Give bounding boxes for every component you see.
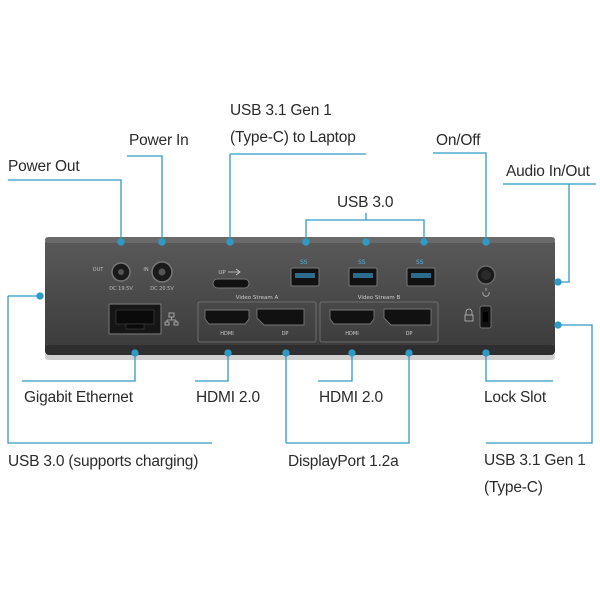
usb-a-port-1: SS xyxy=(290,259,320,287)
hdmi-logo-a: HDMI xyxy=(220,331,233,337)
label-on-off: On/Off xyxy=(436,132,481,149)
label-usb31-laptop-line2: (Type-C) to Laptop xyxy=(230,129,356,146)
label-lock-slot: Lock Slot xyxy=(484,389,546,406)
callout-dot-power-out xyxy=(117,238,125,246)
port-label-in: IN xyxy=(143,267,148,273)
displayport-port-a xyxy=(256,308,305,326)
label-power-in: Power In xyxy=(129,132,189,149)
video-stream-b: Video Stream B HDMI DP xyxy=(319,295,439,343)
label-audio: Audio In/Out xyxy=(506,163,590,180)
port-label-dc-out: DC 19.5V xyxy=(109,286,133,292)
usb-ss-logo: SS xyxy=(300,259,308,266)
label-hdmi-b: HDMI 2.0 xyxy=(319,389,383,406)
label-hdmi-a: HDMI 2.0 xyxy=(196,389,260,406)
video-stream-b-label: Video Stream B xyxy=(358,295,401,301)
callout-dot-power-in xyxy=(158,238,166,246)
lock-icon xyxy=(464,308,474,322)
hdmi-port-a xyxy=(204,309,250,325)
callout-hdmi-b xyxy=(318,355,353,382)
callout-usb30-charging xyxy=(7,295,212,444)
dp-logo-a: DP xyxy=(282,331,289,337)
callout-dot-usb-c-laptop xyxy=(226,238,234,246)
callout-dot-on-off xyxy=(482,238,490,246)
port-label-dc-in: DC 20.5V xyxy=(150,286,174,292)
callout-hdmi-a xyxy=(195,355,229,382)
dp-logo-b: DP xyxy=(406,331,413,337)
callout-displayport-b xyxy=(286,355,410,444)
video-stream-a: Video Stream A HDMI DP xyxy=(197,295,317,343)
callout-dot-usb30-1 xyxy=(302,238,310,246)
usb-a-port-3: SS xyxy=(406,259,436,287)
ethernet-port xyxy=(108,303,179,335)
callout-ethernet xyxy=(22,355,136,382)
label-displayport: DisplayPort 1.2a xyxy=(288,453,399,470)
callout-usb31-right xyxy=(486,324,593,444)
label-usb31-right: USB 3.1 Gen 1 (Type-C) xyxy=(484,447,586,501)
power-in-port: IN DC 20.5V xyxy=(143,261,174,292)
callout-power-out xyxy=(8,179,122,240)
callout-dot-usb30-2 xyxy=(362,238,370,246)
label-usb30-charging: USB 3.0 (supports charging) xyxy=(8,453,199,470)
callout-usb30-bracket xyxy=(305,213,425,240)
label-usb31-right-line2: (Type-C) xyxy=(484,479,543,496)
docking-station: OUT DC 19.5V IN DC 20.5V UP SS SS xyxy=(45,237,555,360)
callout-dot-usb30-3 xyxy=(420,238,428,246)
label-usb31-laptop-line1: USB 3.1 Gen 1 xyxy=(230,102,332,119)
label-gigabit-ethernet: Gigabit Ethernet xyxy=(24,389,133,406)
hdmi-port-b xyxy=(329,309,375,325)
usb-c-laptop-port: UP xyxy=(212,268,250,289)
port-label-up: UP xyxy=(218,270,226,276)
usb-ss-logo: SS xyxy=(358,259,366,266)
label-usb31-laptop: USB 3.1 Gen 1 (Type-C) to Laptop xyxy=(230,97,356,151)
usb-symbol-icon xyxy=(228,268,241,276)
label-usb31-right-line1: USB 3.1 Gen 1 xyxy=(484,452,586,469)
callout-lock-slot xyxy=(485,355,553,382)
network-icon xyxy=(164,312,179,326)
port-label-out: OUT xyxy=(93,267,105,273)
callout-dot-audio xyxy=(554,278,562,286)
dock-bottom-edge xyxy=(45,345,555,355)
callout-audio xyxy=(503,183,596,283)
callout-on-off xyxy=(433,152,487,240)
power-out-port: OUT DC 19.5V xyxy=(93,262,133,292)
lock-slot xyxy=(464,305,492,329)
displayport-port-b xyxy=(383,308,432,326)
callout-lines xyxy=(7,152,596,444)
dock-body xyxy=(45,237,555,355)
label-usb30: USB 3.0 xyxy=(337,194,394,211)
callout-power-in xyxy=(127,155,163,240)
label-power-out: Power Out xyxy=(8,158,80,175)
power-button xyxy=(476,265,496,297)
power-symbol-icon xyxy=(482,288,490,297)
usb-ss-logo: SS xyxy=(416,259,424,266)
video-stream-a-label: Video Stream A xyxy=(236,295,279,301)
callout-usb-c-laptop xyxy=(229,153,366,240)
usb-a-port-2: SS xyxy=(348,259,378,287)
hdmi-logo-b: HDMI xyxy=(345,331,358,337)
